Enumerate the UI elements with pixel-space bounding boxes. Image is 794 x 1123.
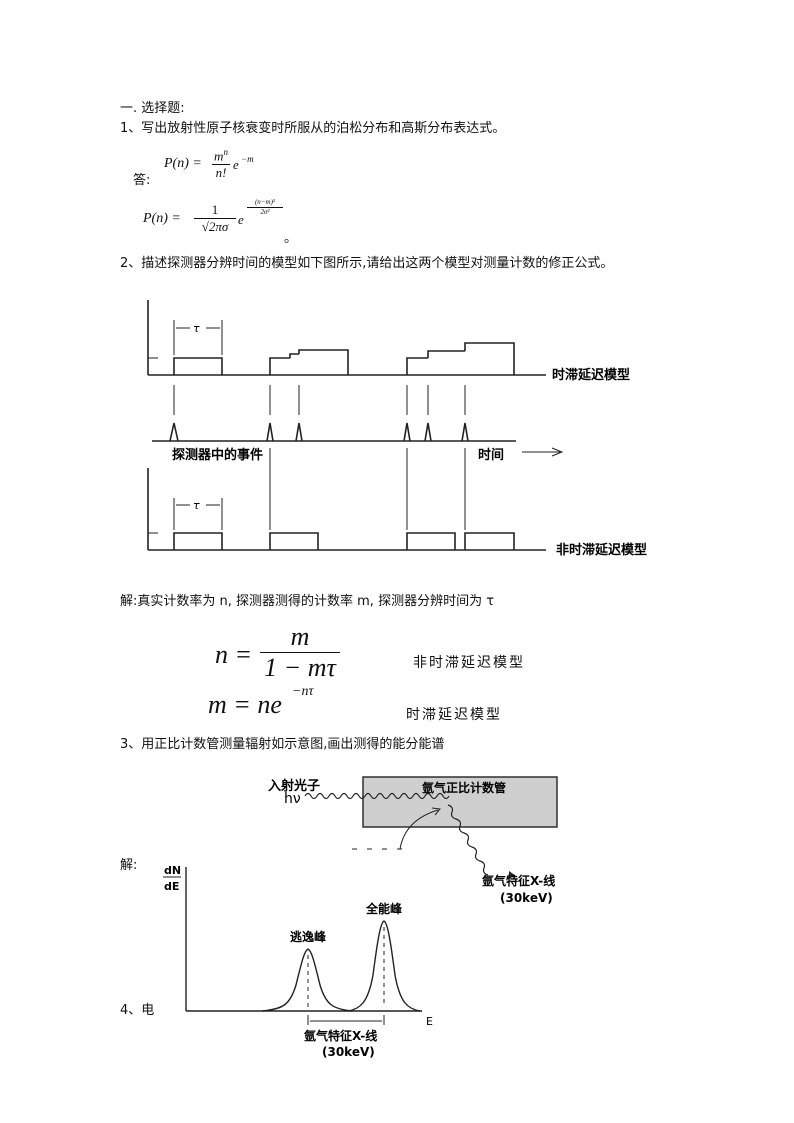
f1-num: m — [290, 622, 310, 651]
question-1: 1、写出放射性原子核衰变时所服从的泊松分布和高斯分布表达式。 — [120, 121, 506, 136]
q2-solution-text: 解:真实计数率为 n, 探测器测得的计数率 m, 探测器分辨时间为 τ — [120, 594, 495, 609]
poisson-num: m — [214, 148, 224, 164]
gap-label: 氩气特征X-线 — [303, 1028, 377, 1043]
poisson-exp: −m — [241, 154, 254, 164]
full-peak-label: 全能峰 — [365, 901, 403, 916]
formula-nonparalyzable: n = m 1 − mτ — [215, 622, 355, 692]
tube-label: 氩气正比计数管 — [421, 780, 506, 795]
gauss-tail: 。 — [284, 231, 298, 246]
label-events: 探测器中的事件 — [172, 447, 263, 463]
formula-paralyzable: m = ne −nτ — [208, 684, 358, 724]
label-time: 时间 — [478, 447, 504, 463]
f1-label: 非时滞延迟模型 — [413, 655, 525, 671]
gauss-den: √2πσ — [201, 219, 229, 234]
xlabel: E — [426, 1015, 433, 1028]
poisson-num-exp: n — [223, 147, 228, 157]
f1-fraction: m 1 − mτ — [260, 622, 340, 683]
escape-peak-label: 逃逸峰 — [290, 929, 327, 944]
counter-tube-figure: 入射光子 hν 氩气正比计数管 氩气特征X-线 (30keV) — [268, 776, 558, 905]
ylabel-bottom: dE — [164, 880, 179, 893]
question-2: 2、描述探测器分辨时间的模型如下图所示,请给出这两个模型对测量计数的修正公式。 — [120, 256, 614, 271]
xray-energy: (30keV) — [500, 891, 553, 905]
gauss-lhs: P(n) = — [143, 211, 181, 226]
f2-lhs: m = ne — [208, 690, 282, 719]
question-3: 3、用正比计数管测量辐射如示意图,画出测得的能分能谱 — [120, 737, 445, 752]
f2-exp: −nτ — [292, 684, 314, 699]
tau-label-bottom: τ — [193, 499, 200, 512]
dead-time-figure: τ τ 时滞延迟模型 探测器中的事件 时间 非时滞延迟模型 — [147, 300, 647, 558]
f1-den: 1 − mτ — [264, 653, 336, 682]
gauss-formula: P(n) = 1 √2πσ e (n−m)² 2σ² 。 — [143, 198, 303, 248]
question-4: 4、电 — [120, 1003, 155, 1018]
section-title: 一. 选择题: — [120, 101, 185, 116]
q3-solution-label: 解: — [120, 858, 138, 873]
gauss-fraction: 1 √2πσ — [194, 202, 236, 235]
gauss-exp-base: e — [238, 212, 244, 227]
gauss-exp-num: (n−m)² — [254, 198, 276, 206]
poisson-formula: P(n) = mn n! e −m — [164, 147, 274, 187]
ylabel-top: dN — [164, 864, 181, 877]
hv-label: hν — [284, 791, 301, 807]
tau-label-top: τ — [193, 322, 200, 335]
poisson-fraction: mn n! — [212, 147, 230, 181]
incident-label: 入射光子 — [268, 778, 320, 794]
label-paralyzable: 时滞延迟模型 — [552, 367, 630, 383]
gap-energy: (30keV) — [322, 1045, 375, 1059]
poisson-den: n! — [215, 165, 227, 181]
xray-wave — [447, 804, 489, 876]
label-nonparalyzable: 非时滞延迟模型 — [556, 542, 647, 558]
counter-tube — [362, 776, 558, 828]
spectrum-figure: dN dE E 逃逸峰 全能峰 氩气特征X-线 (30keV) — [163, 864, 433, 1059]
escape-peak-curve — [261, 948, 353, 1012]
gauss-num: 1 — [211, 202, 219, 217]
poisson-exp-base: e — [233, 157, 239, 172]
poisson-lhs: P(n) = — [164, 156, 202, 171]
xray-label: 氩气特征X-线 — [481, 873, 555, 888]
answer-label: 答: — [133, 173, 151, 188]
full-energy-peak-curve — [347, 920, 421, 1012]
gauss-exp-den: 2σ² — [260, 208, 270, 216]
gauss-exp-fraction: (n−m)² 2σ² — [247, 198, 283, 217]
incident-photon-wave — [304, 792, 450, 800]
f1-lhs: n = — [215, 640, 253, 669]
f2-label: 时滞延迟模型 — [406, 707, 502, 723]
